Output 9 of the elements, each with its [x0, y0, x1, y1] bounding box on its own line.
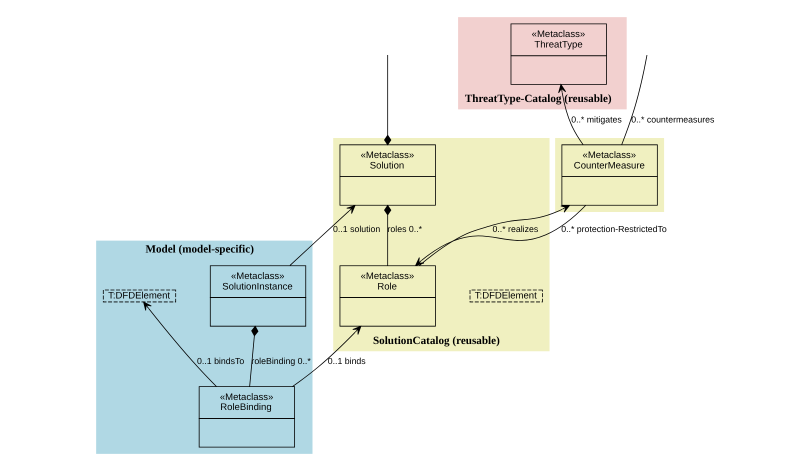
edge-label: 0..* protection-RestrictedTo: [560, 224, 666, 234]
edge-label: 0..* mitigates: [570, 114, 622, 124]
edge-label: 0..1 bindsTo: [196, 356, 244, 366]
edge-label: 0..* countermeasures: [630, 114, 714, 124]
edge-label: 0..1 solution: [332, 224, 380, 234]
edge-label: 0..* realizes: [492, 224, 538, 234]
edge-label: roleBinding 0..*: [250, 356, 310, 366]
edge-label: roles 0..*: [387, 224, 422, 234]
edge-label: 0..1 binds: [327, 356, 366, 366]
